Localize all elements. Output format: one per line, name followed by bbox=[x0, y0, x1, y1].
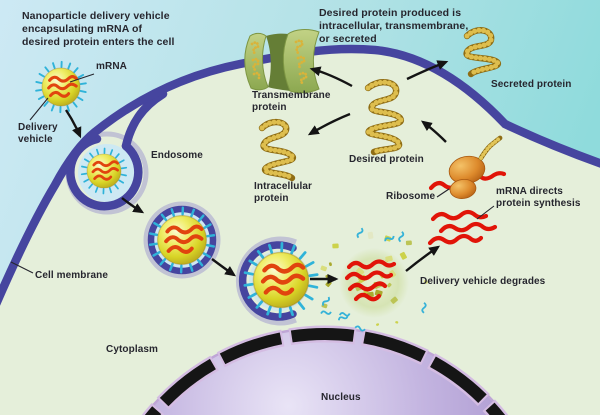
free-mrna-strands bbox=[427, 209, 498, 246]
label-secreted-protein: Secreted protein bbox=[491, 79, 572, 90]
transmembrane-protein-graphic bbox=[244, 29, 320, 94]
arrow-desired-to-transmembrane bbox=[309, 66, 353, 88]
caption-intro: Nanoparticle delivery vehicle encapsulat… bbox=[22, 10, 175, 48]
nucleus bbox=[141, 325, 509, 415]
intracellular-protein-chain bbox=[258, 118, 297, 182]
nascent-protein-chain bbox=[478, 135, 503, 161]
label-delivery-vehicle-degrades: Delivery vehicle degrades bbox=[420, 276, 546, 287]
label-endosome: Endosome bbox=[151, 150, 203, 161]
arrow-degrade-to-mrna bbox=[405, 245, 441, 272]
cell-membrane bbox=[0, 44, 600, 306]
label-cytoplasm: Cytoplasm bbox=[106, 344, 159, 355]
arrow-desired-to-intracellular bbox=[307, 112, 351, 136]
label-mrna-directs: mRNA directs protein synthesis bbox=[496, 186, 581, 209]
ribosome-graphic bbox=[428, 135, 507, 199]
cytoplasm-region bbox=[0, 48, 600, 415]
degrading-vehicle bbox=[320, 227, 428, 332]
transmembrane-protein-chains bbox=[250, 39, 308, 86]
released-mrna-strands bbox=[344, 259, 397, 302]
label-nucleus: Nucleus bbox=[321, 392, 361, 403]
process-arrows bbox=[65, 60, 449, 284]
label-mrna: mRNA bbox=[96, 61, 127, 72]
secreted-protein-chain bbox=[463, 27, 502, 78]
arrow-desired-to-secreted bbox=[406, 60, 449, 81]
arrow-cup-to-endosome bbox=[121, 197, 145, 214]
label-cell-membrane: Cell membrane bbox=[35, 270, 108, 281]
caption-outcome: Desired protein produced is intracellula… bbox=[319, 7, 469, 45]
label-ribosome: Ribosome bbox=[386, 191, 436, 202]
label-pointer-lines bbox=[10, 73, 495, 274]
arrow-entry-to-cup bbox=[65, 109, 82, 139]
label-transmembrane-protein: Transmembrane protein bbox=[252, 90, 331, 113]
label-intracellular-protein: Intracellular protein bbox=[254, 181, 312, 204]
nuclear-envelope-segments bbox=[144, 328, 506, 415]
arrow-synthesis-to-desired bbox=[420, 120, 447, 143]
label-desired-protein: Desired protein bbox=[349, 154, 424, 165]
arrow-endosome-to-escape bbox=[211, 258, 237, 277]
label-delivery-vehicle: Delivery vehicle bbox=[18, 122, 58, 145]
desired-protein-chain bbox=[364, 79, 405, 156]
